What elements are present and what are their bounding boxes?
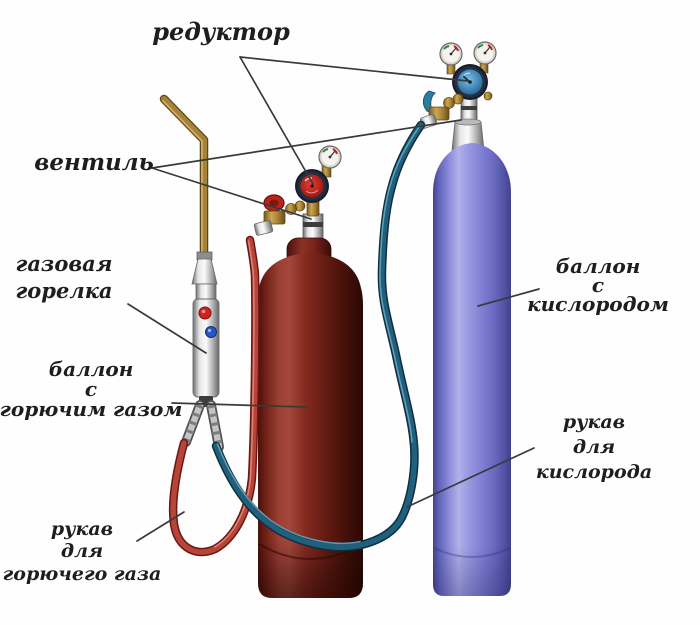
torch-handle-neck [195,283,217,301]
label-fuel-hose-line2: для [60,540,104,563]
label-oxygen-cylinder-line3: кислородом [527,292,669,316]
torch-tube-highlight [162,100,203,262]
pointer-reducer-to-fuel-regulator [239,56,314,185]
label-fuel-cylinder-line1: баллон [48,357,134,381]
pointer-oxygen-cylinder [477,288,540,307]
torch-oxygen-knob-highlight [207,328,212,333]
label-oxygen-hose-line3: кислорода [535,461,653,484]
torch-fuel-knob-highlight [201,309,206,314]
label-fuel-cylinder-line3: горючим газом [0,397,183,421]
pointer-gas-torch [127,303,207,354]
fuel-cylinder [258,213,363,598]
label-fuel-cylinder: баллон с горючим газом [0,359,182,419]
oxygen-fitting-3 [483,91,493,101]
label-oxygen-hose: рукав для кислорода [536,410,652,485]
label-reducer: редуктор [152,20,290,44]
label-oxygen-hose-line2: для [572,436,616,459]
oxygen-cylinder-body [433,143,511,596]
oxygen-small-gauge-right [473,41,497,65]
label-valve-text: вентиль [34,149,154,176]
label-fuel-cylinder-line2: с [84,377,98,401]
label-oxygen-hose-line1: рукав [562,411,626,433]
torch-fuel-knob [198,306,212,320]
fuel-valve-handwheel-hub [269,199,279,207]
label-gas-torch-line2: горелка [15,278,113,304]
pointer-fuel-hose [136,511,185,542]
pointer-oxygen-hose [406,447,535,508]
torch-oxygen-knob [205,326,217,338]
label-oxygen-cylinder-line2: с [591,273,605,297]
pointer-reducer-to-oxygen-regulator [239,56,469,82]
fuel-small-gauge [318,145,342,169]
label-oxygen-cylinder: баллон с кислородом [527,254,669,316]
pointer-lines [127,56,540,542]
welding-torch [159,94,224,452]
torch-mixer-cone [191,258,218,285]
pointer-valve-to-fuel-cylinder-valve [151,167,312,220]
fuel-regulator [253,145,342,236]
oxygen-valve-band [461,106,477,110]
label-valve: вентиль [34,151,154,174]
fuel-cylinder-valve [253,194,286,236]
oxygen-cylinder [433,96,511,596]
fuel-valve-band [303,222,323,227]
oxygen-cylinder-base [433,545,511,596]
label-oxygen-cylinder-line1: баллон [555,254,641,278]
oxygen-hose [211,120,426,552]
label-fuel-hose-line3: горючего газа [2,562,162,585]
label-reducer-text: редуктор [152,17,290,46]
pointer-fuel-cylinder [171,402,307,408]
label-gas-torch: газовая горелка [15,250,112,305]
oxygen-cylinder-base-seam [433,547,511,558]
torch-oxygen-branch [206,400,224,452]
label-fuel-hose-line1: рукав [50,518,114,540]
oxygen-regulator-gauge [452,64,488,100]
fuel-hose-nut [253,220,274,236]
torch-fuel-branch [181,400,205,447]
label-fuel-hose: рукав для горючего газа [3,518,162,585]
oxygen-small-gauge-left [439,42,463,66]
fuel-cylinder-body [258,253,363,598]
torch-tube [161,96,207,265]
label-gas-torch-line1: газовая [15,251,113,276]
fuel-regulator-gauge [295,169,329,203]
pointer-valve-to-oxygen-cylinder-valve [151,119,462,169]
oxygen-regulator [419,41,497,129]
